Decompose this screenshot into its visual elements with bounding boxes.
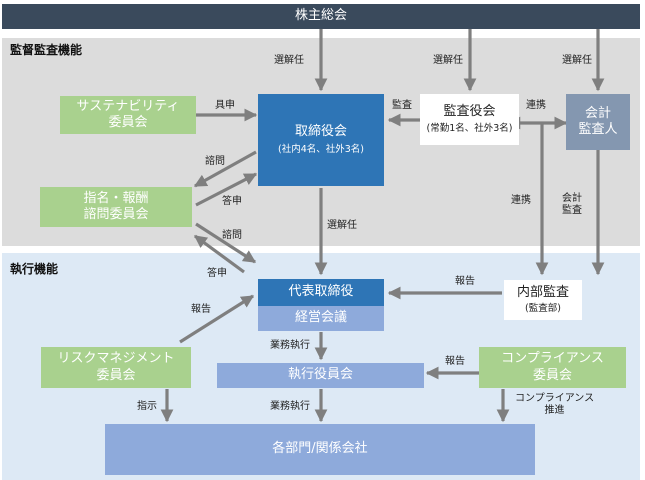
sustainability-committee-line1: サステナビリティ [76, 98, 180, 114]
label-report-risk: 報告 [191, 304, 211, 315]
arrow-risk-to-representative [179, 294, 255, 344]
label-inquiry-representative: 諮問 [222, 230, 242, 241]
representative-director-box: 代表取締役 [258, 279, 384, 306]
label-appoint-accounting: 選解任 [562, 55, 592, 66]
label-business-execution-upper: 業務執行 [270, 340, 310, 351]
arrow-representative-to-nomination [193, 234, 245, 274]
sustainability-committee-box: サステナビリティ 委員会 [60, 96, 196, 134]
representative-director-label: 代表取締役 [288, 284, 354, 300]
label-cooperation-top: 連携 [526, 100, 546, 111]
departments-affiliates-label: 各部門/関係会社 [272, 441, 368, 457]
nomination-committee-line2: 諮問委員会 [83, 207, 149, 222]
execution-section-label: 執行機能 [10, 262, 59, 276]
label-compliance-promotion-line1: コンプライアンス [515, 393, 595, 404]
label-report-internal-audit: 報告 [455, 276, 475, 287]
audit-board-title: 監査役会 [443, 103, 496, 119]
board-of-directors-members: (社内4名、社外3名) [277, 144, 364, 156]
nomination-committee-line1: 指名・報酬 [83, 190, 149, 206]
label-compliance-promotion: コンプライアンス 推進 [515, 393, 594, 416]
arrow-board-to-nomination [193, 150, 257, 188]
risk-committee-line2: 委員会 [96, 367, 136, 383]
departments-affiliates-box: 各部門/関係会社 [105, 424, 535, 475]
internal-audit-title: 内部監査 [516, 284, 569, 300]
risk-committee-line1: リスクマネジメント [57, 351, 175, 367]
accounting-auditor-box: 会計 監査人 [566, 94, 630, 150]
audit-board-box: 監査役会 (常勤1名、社外3名) [420, 94, 519, 145]
board-of-directors-box: 取締役会 (社内4名、社外3名) [258, 94, 384, 186]
label-inquiry-board: 諮問 [205, 156, 225, 167]
label-audit: 監査 [392, 100, 412, 111]
label-answer-representative: 答申 [207, 268, 227, 279]
executive-officers-committee-box: 執行役員会 [217, 363, 424, 388]
label-accounting-audit: 会計 監査 [562, 193, 582, 216]
label-appointment-representative: 選解任 [327, 220, 357, 231]
label-appoint-audit-board: 選解任 [433, 55, 463, 66]
label-appoint-board: 選解任 [274, 55, 304, 66]
arrow-nomination-to-representative [195, 222, 257, 264]
executive-officers-committee-label: 執行役員会 [287, 367, 353, 383]
label-report-up: 具申 [215, 100, 235, 111]
accounting-auditor-line2: 監査人 [578, 122, 618, 137]
label-answer-board: 答申 [222, 196, 242, 207]
supervision-section-label: 監督監査機能 [10, 43, 83, 57]
internal-audit-dept: (監査部) [525, 303, 561, 315]
shareholders-meeting-bar: 株主総会 [2, 4, 640, 29]
internal-audit-box: 内部監査 (監査部) [504, 280, 582, 320]
compliance-committee-line1: コンプライアンス [501, 351, 604, 367]
compliance-committee-line2: 委員会 [532, 367, 572, 383]
label-compliance-promotion-line2: 推進 [544, 404, 565, 416]
arrow-nomination-to-board [195, 172, 258, 207]
label-business-execution-lower: 業務執行 [270, 401, 310, 412]
label-cooperation-side: 連携 [511, 195, 531, 206]
management-meeting-label: 経営会議 [294, 310, 347, 326]
management-meeting-box: 経営会議 [258, 306, 384, 331]
label-accounting-audit-line1: 会計 [562, 193, 582, 204]
accounting-auditor-line1: 会計 [584, 105, 611, 121]
compliance-committee-box: コンプライアンス 委員会 [479, 347, 626, 388]
sustainability-committee-line2: 委員会 [108, 115, 148, 130]
nomination-compensation-committee-box: 指名・報酬 諮問委員会 [40, 187, 192, 227]
label-accounting-audit-line2: 監査 [562, 204, 582, 216]
label-report-compliance: 報告 [445, 356, 465, 367]
shareholders-meeting-label: 株主総会 [294, 8, 347, 24]
label-instruction: 指示 [137, 401, 157, 412]
audit-board-members: (常勤1名、社外3名) [426, 123, 513, 135]
board-of-directors-title: 取締役会 [294, 123, 347, 139]
risk-management-committee-box: リスクマネジメント 委員会 [41, 347, 191, 388]
